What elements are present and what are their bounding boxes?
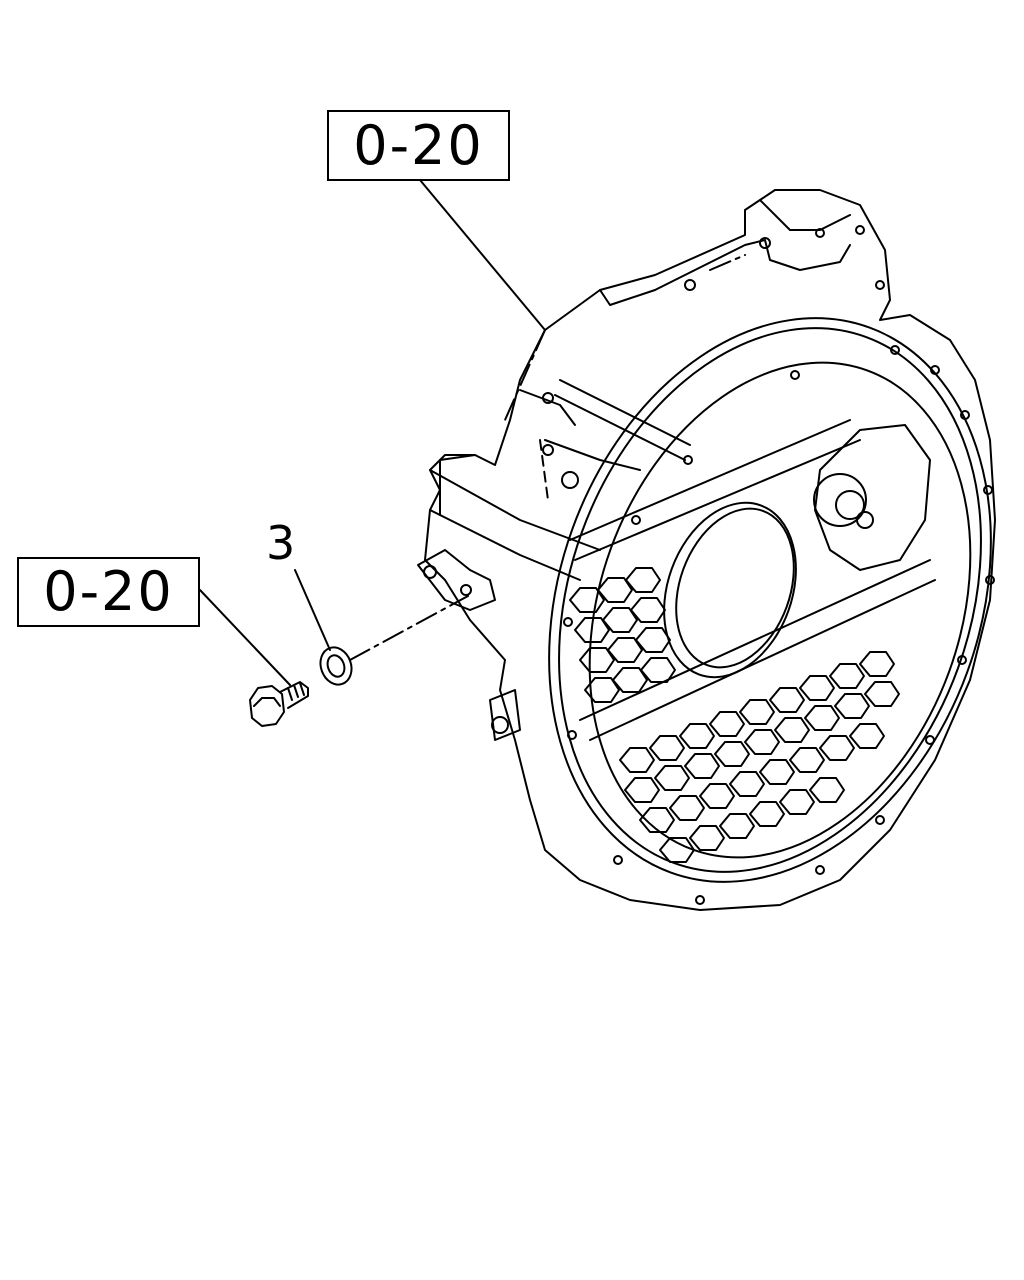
flywheel-housing [417, 189, 996, 911]
reference-label-left-text: 0-20 [43, 560, 174, 623]
honeycomb-grille-lower [619, 651, 900, 863]
leader-lines [199, 179, 746, 686]
rim-bolt-holes [542, 225, 995, 905]
reference-label-left: 0-20 [17, 557, 200, 627]
leader-left [199, 589, 291, 686]
callout-item-3: 3 [266, 516, 296, 570]
assembly-line [349, 595, 469, 661]
reference-label-top: 0-20 [327, 110, 510, 181]
reference-label-top-text: 0-20 [353, 113, 484, 177]
washer [319, 646, 353, 686]
leader-item-3 [294, 569, 331, 651]
bolt [249, 681, 309, 727]
leader-top [419, 179, 546, 331]
honeycomb-grille-upper [569, 567, 676, 703]
